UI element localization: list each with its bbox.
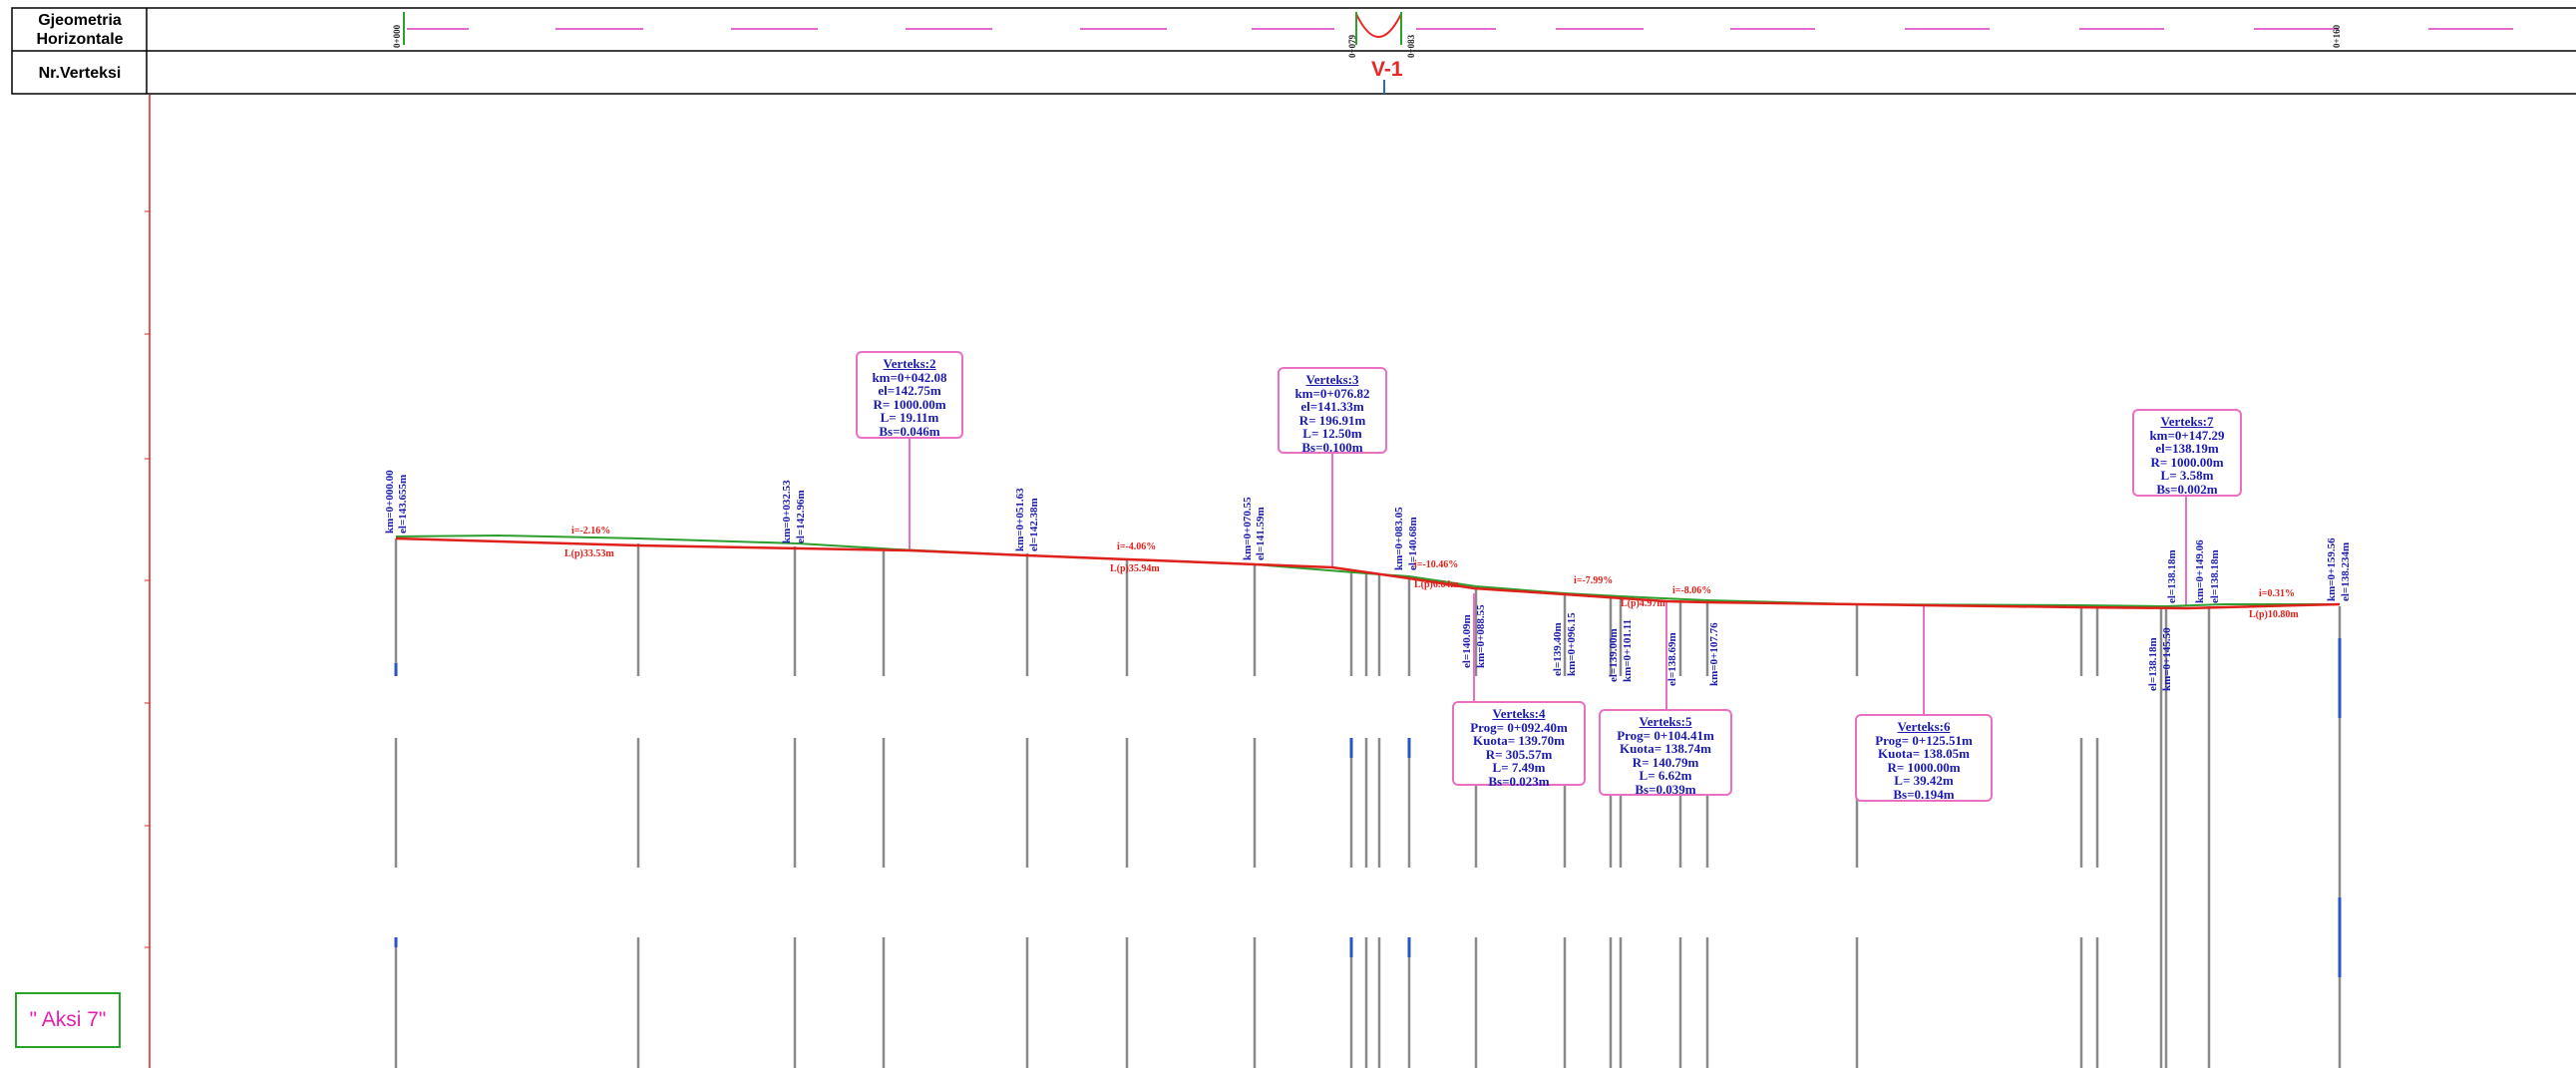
vertex-box: Verteks:4 Prog= 0+092.40m Kuota= 139.70m… (1452, 701, 1586, 789)
vertex-line: L= 3.58m (2160, 468, 2214, 483)
station-el-label: el=142.38m (1028, 498, 1040, 551)
station-km-label: km=0+000.00 (384, 470, 396, 534)
vertex-box: Verteks:6 Prog= 0+125.51m Kuota= 138.05m… (1855, 714, 1993, 802)
vertex-box: Verteks:7 km=0+147.29 el=138.19m R= 1000… (2132, 409, 2242, 497)
vertex-title: Verteks:5 (1639, 714, 1692, 729)
station-el-label: el=138.18m (2166, 549, 2178, 603)
vertex-title: Verteks:4 (1492, 706, 1546, 721)
vertex-line: Prog= 0+125.51m (1875, 732, 1973, 748)
station-km-label: km=0+032.53 (781, 480, 793, 543)
vertex-line: R= 196.91m (1298, 412, 1366, 428)
vertex-line: km=0+042.08 (872, 369, 947, 385)
vertex-line: L= 19.11m (880, 410, 939, 425)
station-km-label: km=0+088.55 (1475, 604, 1487, 668)
vertex-line: km=0+076.82 (1294, 385, 1370, 401)
row-label-vertex-number: Nr.Verteksi (38, 65, 122, 82)
station-km-label: km=0+159.56 (2326, 537, 2338, 601)
grade-length-label: L(p)10.80m (2249, 609, 2299, 620)
vertex-title: Verteks:7 (2160, 414, 2214, 429)
station-el-label: el=138.18m (2147, 637, 2159, 691)
vertex-line: L= 6.62m (1639, 768, 1692, 783)
grade-label: i=-4.06% (1117, 541, 1157, 552)
vertex-title: Verteks:3 (1305, 372, 1359, 387)
vertex-box: Verteks:5 Prog= 0+104.41m Kuota= 138.74m… (1599, 709, 1732, 796)
vertex-line: Kuota= 138.74m (1620, 741, 1711, 756)
station-km-label: km=0+101.11 (1622, 619, 1634, 682)
station-el-label: el=138.69m (1666, 632, 1678, 686)
station-km-label: km=0+107.76 (1708, 622, 1720, 686)
vertex-line: Bs=0.039m (1635, 781, 1696, 797)
vertex-line: R= 1000.00m (1887, 759, 1961, 775)
station-label-header: 0+160 (2332, 24, 2342, 48)
grade-length-label: L(p)4.97m (1621, 598, 1665, 609)
station-label-header: 0+000 (392, 24, 402, 48)
vertex-box: Verteks:2 km=0+042.08 el=142.75m R= 1000… (856, 351, 963, 439)
grade-label: i=-10.46% (1414, 559, 1459, 570)
vertex-line: Bs=0.100m (1301, 439, 1363, 455)
vertex-box: Verteks:3 km=0+076.82 el=141.33m R= 196.… (1278, 367, 1387, 454)
station-el-label: el=139.40m (1552, 622, 1564, 676)
vertex-line: Kuota= 139.70m (1473, 733, 1565, 748)
vertex-line: Bs=0.023m (1488, 773, 1550, 789)
station-label-header: 0+083 (1406, 34, 1416, 58)
vertex-line: R= 305.57m (1485, 746, 1553, 762)
vertex-line: L= 7.49m (1492, 760, 1546, 775)
station-el-label: el=140.09m (1461, 614, 1473, 668)
vertex-line: el=142.75m (878, 383, 941, 398)
profile-axis-tag: " Aksi 7" (15, 992, 121, 1048)
header-grid (11, 7, 2576, 95)
grade-length-label: L(p)35.94m (1110, 563, 1160, 574)
vertex-line: R= 140.79m (1632, 754, 1699, 770)
station-el-label: el=139.00m (1608, 628, 1620, 682)
grade-length-label: L(p)33.53m (564, 548, 614, 559)
vertex-line: el=141.33m (1300, 399, 1364, 414)
station-lines (394, 538, 2342, 1068)
grade-label: i=0.31% (2259, 588, 2295, 599)
station-km-label: km=0+051.63 (1014, 488, 1026, 551)
elevation-axis-ticks (145, 210, 150, 948)
station-el-label: el=142.96m (795, 490, 807, 543)
station-el-label: el=143.655m (397, 474, 409, 534)
station-el-label: el=138.18m (2209, 549, 2221, 603)
station-km-label: km=0+070.55 (1242, 497, 1254, 560)
grade-length-label: L(p)6.64m (1414, 579, 1459, 590)
vertex-line: Prog= 0+092.40m (1470, 719, 1568, 735)
vertex-line: Bs=0.046m (879, 423, 940, 439)
vertex-line: Bs=0.002m (2156, 481, 2218, 497)
ground-profile-line (395, 534, 2340, 608)
station-km-label: km=0+096.15 (1566, 612, 1578, 676)
vertex-title: Verteks:6 (1897, 719, 1951, 734)
station-line-gaps (299, 676, 2154, 937)
vertex-tag: V-1 (1371, 58, 1403, 81)
vertex-line: km=0+147.29 (2149, 427, 2225, 443)
vertex-line: Bs=0.194m (1893, 786, 1955, 802)
vertex-line: R= 1000.00m (2150, 454, 2224, 470)
grade-label: i=-2.16% (571, 526, 611, 536)
station-label-header: 0+079 (1347, 34, 1357, 58)
grade-label: i=-7.99% (1574, 575, 1614, 586)
leader-lines (909, 439, 2187, 715)
station-el-label: el=141.59m (1255, 507, 1267, 560)
station-el-label: el=138.234m (2340, 541, 2352, 601)
vertex-line: R= 1000.00m (873, 396, 946, 412)
station-km-label: km=0+149.06 (2194, 539, 2206, 603)
grade-label: i=-8.06% (1672, 585, 1712, 596)
vertex-line: L= 12.50m (1302, 426, 1362, 441)
grade-profile-line (395, 536, 2341, 610)
vertex-line: Kuota= 138.05m (1878, 746, 1970, 761)
row-label-horizontal-geometry: Gjeometria Horizontale (36, 12, 124, 48)
station-km-label: km=0+083.05 (1393, 507, 1405, 570)
vertex-line: L= 39.42m (1894, 773, 1954, 788)
horizontal-curve-arc (403, 12, 1402, 94)
vertex-line: Prog= 0+104.41m (1617, 727, 1714, 743)
vertex-title: Verteks:2 (883, 356, 936, 371)
vertex-line: el=138.19m (2155, 441, 2219, 456)
station-km-label: km=0+145.50 (2161, 627, 2173, 691)
